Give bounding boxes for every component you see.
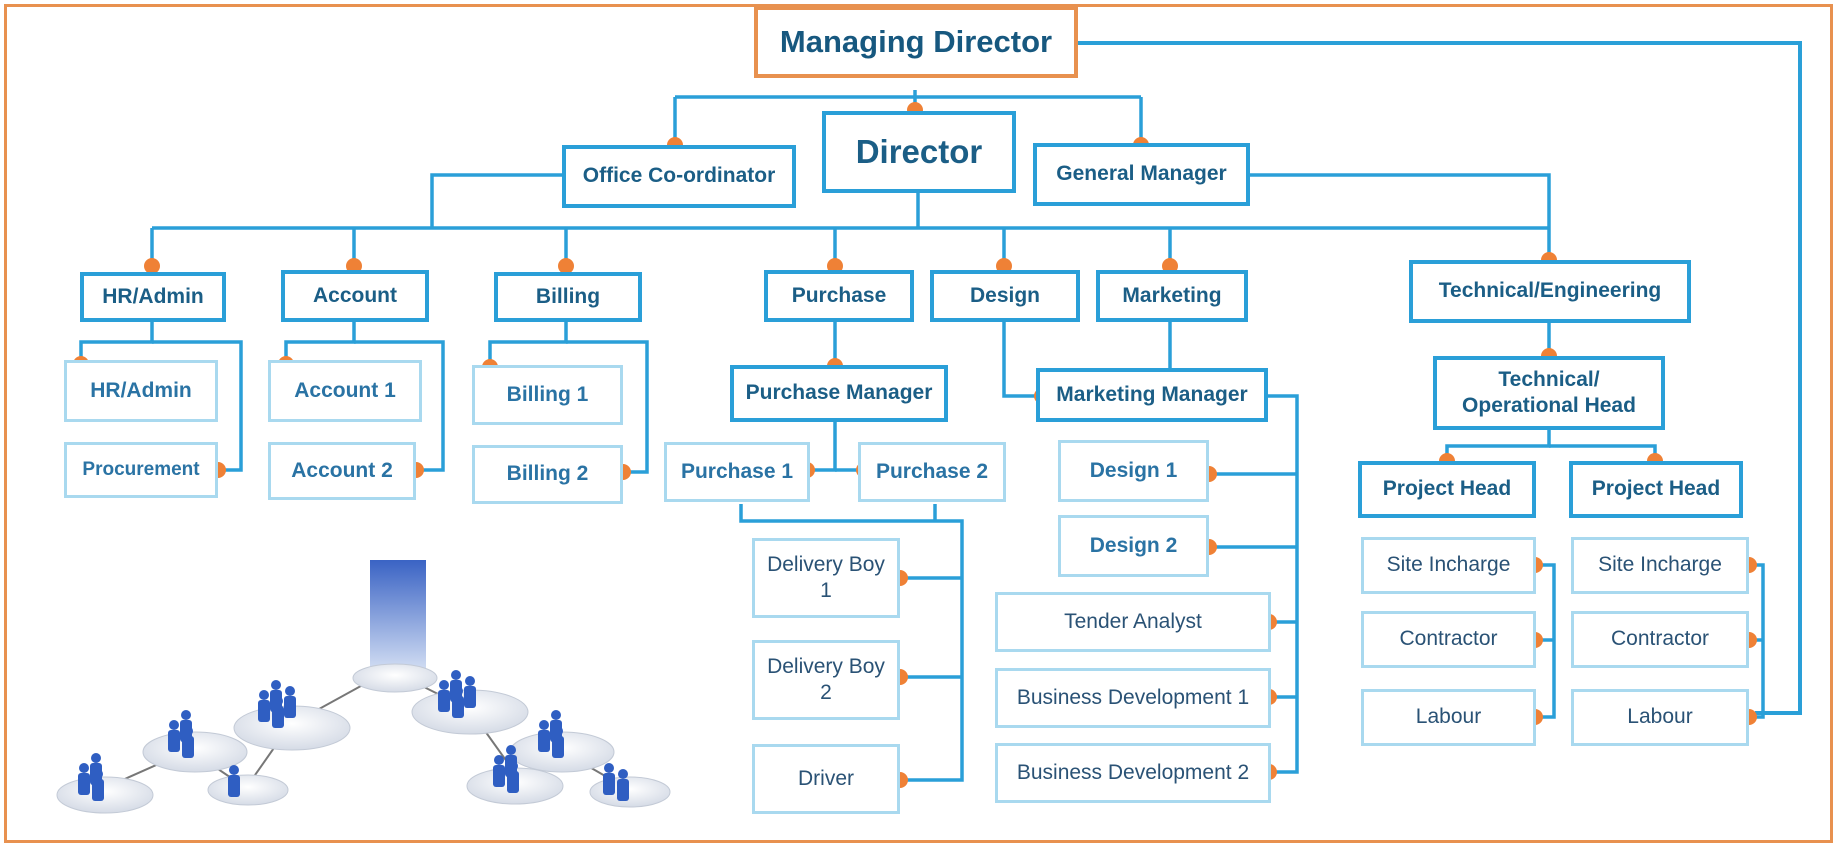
person-icon (439, 680, 449, 690)
person-icon (180, 720, 192, 742)
delivery-boy-1-box: Delivery Boy 1 (752, 538, 900, 618)
labour-2-box: Labour (1571, 689, 1749, 746)
dept-design: Design (930, 270, 1080, 322)
people-network-illustration (56, 560, 671, 814)
marketing-manager-box: Marketing Manager (1036, 368, 1268, 422)
person-icon (493, 765, 505, 787)
connector-dot (144, 258, 160, 274)
technical-operational-head-box: Technical/ Operational Head (1433, 356, 1665, 430)
office-coordinator-box: Office Co-ordinator (562, 145, 796, 208)
person-icon (228, 775, 240, 797)
account-1-box: Account 1 (268, 360, 422, 422)
person-icon (271, 680, 281, 690)
person-icon (450, 680, 462, 702)
design-1-box: Design 1 (1058, 440, 1209, 502)
dept-technical-engineering: Technical/Engineering (1409, 260, 1691, 323)
person-icon (91, 753, 101, 763)
person-icon (538, 730, 550, 752)
person-icon (284, 696, 296, 718)
person-icon (505, 755, 517, 777)
person-icon (181, 710, 191, 720)
dept-purchase: Purchase (764, 270, 914, 322)
outer-frame (4, 4, 1833, 843)
billing-1-box: Billing 1 (472, 365, 623, 425)
managing-director-box: Managing Director (754, 6, 1078, 78)
project-head-2-box: Project Head (1569, 461, 1743, 518)
delivery-boy-2-box: Delivery Boy 2 (752, 640, 900, 720)
person-icon (90, 763, 102, 785)
dept-hr-admin: HR/Admin (80, 272, 226, 322)
connector-dot (558, 258, 574, 274)
site-incharge-2-box: Site Incharge (1571, 537, 1749, 594)
person-icon (464, 686, 476, 708)
driver-box: Driver (752, 744, 900, 814)
person-icon (229, 765, 239, 775)
person-icon (603, 773, 615, 795)
purchase-1-box: Purchase 1 (664, 442, 810, 502)
person-icon (539, 720, 549, 730)
dept-billing: Billing (494, 272, 642, 322)
purchase-manager-box: Purchase Manager (730, 365, 948, 422)
business-development-2-box: Business Development 2 (995, 743, 1271, 803)
person-icon (494, 755, 504, 765)
building-icon (370, 560, 426, 680)
tender-analyst-box: Tender Analyst (995, 592, 1271, 652)
person-icon (169, 720, 179, 730)
billing-2-box: Billing 2 (472, 445, 623, 504)
person-icon (617, 779, 629, 801)
hr-admin-box: HR/Admin (64, 360, 218, 422)
person-icon (465, 676, 475, 686)
person-icon (78, 773, 90, 795)
business-development-1-box: Business Development 1 (995, 668, 1271, 728)
person-icon (79, 763, 89, 773)
person-icon (168, 730, 180, 752)
dept-account: Account (281, 270, 429, 322)
person-icon (438, 690, 450, 712)
person-icon (604, 763, 614, 773)
site-incharge-1-box: Site Incharge (1361, 537, 1536, 594)
person-icon (550, 720, 562, 742)
person-icon (551, 710, 561, 720)
labour-1-box: Labour (1361, 689, 1536, 746)
person-icon (259, 690, 269, 700)
general-manager-box: General Manager (1033, 143, 1250, 206)
design-2-box: Design 2 (1058, 515, 1209, 577)
contractor-1-box: Contractor (1361, 611, 1536, 668)
account-2-box: Account 2 (268, 442, 416, 500)
person-icon (618, 769, 628, 779)
procurement-box: Procurement (64, 442, 218, 498)
person-icon (270, 690, 282, 712)
purchase-2-box: Purchase 2 (858, 442, 1006, 502)
person-icon (285, 686, 295, 696)
person-icon (506, 745, 516, 755)
director-box: Director (822, 111, 1016, 193)
project-head-1-box: Project Head (1358, 461, 1536, 518)
person-icon (451, 670, 461, 680)
dept-marketing: Marketing (1096, 270, 1248, 322)
contractor-2-box: Contractor (1571, 611, 1749, 668)
person-icon (258, 700, 270, 722)
